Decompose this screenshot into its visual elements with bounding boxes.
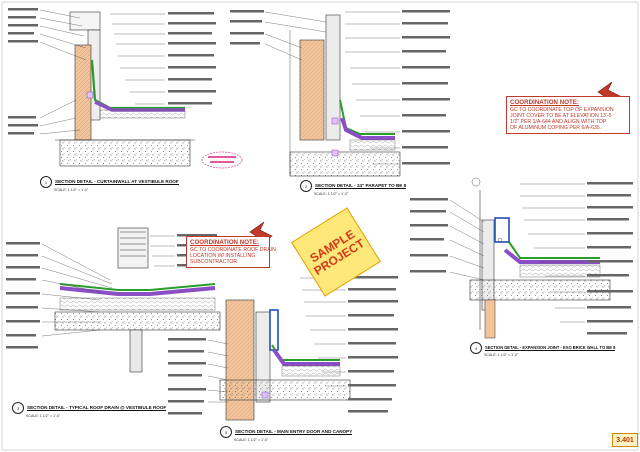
- note-line: GC TO COORDINATE TOP OF EXPANSION: [510, 107, 614, 113]
- detail-title-5: 5 SECTION DETAIL - MAIN ENTRY DOOR AND C…: [220, 426, 353, 438]
- detail-title-text: SECTION DETAIL - MAIN ENTRY DOOR AND CAN…: [235, 429, 353, 435]
- detail-title-2: 2 SECTION DETAIL - 24" PARAPET TO BE 8: [300, 180, 407, 192]
- detail-5-entry-canopy: [168, 276, 398, 421]
- note-line: 1/2" PER 1/A-644 AND ALIGN WITH TOP: [510, 119, 607, 125]
- detail-title-text: SECTION DETAIL - EXPANSION JOINT - EXO B…: [485, 345, 616, 351]
- revision-cloud: [201, 151, 243, 169]
- coordination-note-expansion-joint: COORDINATION NOTE: GC TO COORDINATE TOP …: [506, 96, 630, 134]
- detail-4-expansion-joint: [410, 177, 633, 339]
- note-line: LOCATION W/ INSTALLING: [190, 253, 256, 259]
- note-line: JOINT COVER TO BE AT ELEVATION 13'-5: [510, 113, 612, 119]
- detail-2-parapet: [230, 10, 450, 177]
- detail-scale: SCALE: 1 1/2" = 1'-0": [54, 188, 89, 192]
- note-heading: COORDINATION NOTE:: [190, 239, 259, 246]
- concrete-slab: [59, 139, 191, 167]
- detail-number-bubble: 3: [12, 402, 24, 414]
- roof-insulation: [99, 109, 186, 119]
- coordination-note-roof-drain: COORDINATION NOTE: GC TO COORDINATE ROOF…: [186, 236, 276, 268]
- detail-number-bubble: 5: [220, 426, 232, 438]
- note-line: OF ALUMINUM COPING PER 6/A-635.: [510, 125, 602, 131]
- detail-title-text: SECTION DETAIL - CURTAINWALL AT VESTIBUL…: [55, 179, 179, 185]
- detail-scale: SCALE: 1 1/2" = 1'-0": [484, 353, 519, 357]
- detail-title-text: SECTION DETAIL - TYPICAL ROOF DRAIN @ VE…: [27, 405, 167, 411]
- detail-1-curtainwall: [8, 8, 216, 167]
- note-line: SUBCONTRACTOR: [190, 259, 238, 265]
- detail-number-bubble: 1: [40, 176, 52, 188]
- detail-3-roof-drain: [6, 227, 221, 373]
- detail-title-1: 1 SECTION DETAIL - CURTAINWALL AT VESTIB…: [40, 176, 179, 188]
- detail-number-bubble: 4: [470, 342, 482, 354]
- note-line: GC TO COORDINATE ROOF DRAIN: [190, 247, 276, 253]
- detail-scale: SCALE: 1 1/2" = 1'-0": [314, 192, 349, 196]
- detail-title-text: SECTION DETAIL - 24" PARAPET TO BE 8: [315, 183, 407, 189]
- note-heading: COORDINATION NOTE:: [510, 99, 579, 106]
- detail-scale: SCALE: 1 1/2" = 1'-0": [26, 414, 61, 418]
- detail-title-3: 3 SECTION DETAIL - TYPICAL ROOF DRAIN @ …: [12, 402, 167, 414]
- sheet-number: 3.401: [612, 433, 638, 447]
- detail-number-bubble: 2: [300, 180, 312, 192]
- detail-title-4: 4 SECTION DETAIL - EXPANSION JOINT - EXO…: [470, 342, 616, 354]
- detail-scale: SCALE: 1 1/2" = 1'-0": [234, 438, 269, 442]
